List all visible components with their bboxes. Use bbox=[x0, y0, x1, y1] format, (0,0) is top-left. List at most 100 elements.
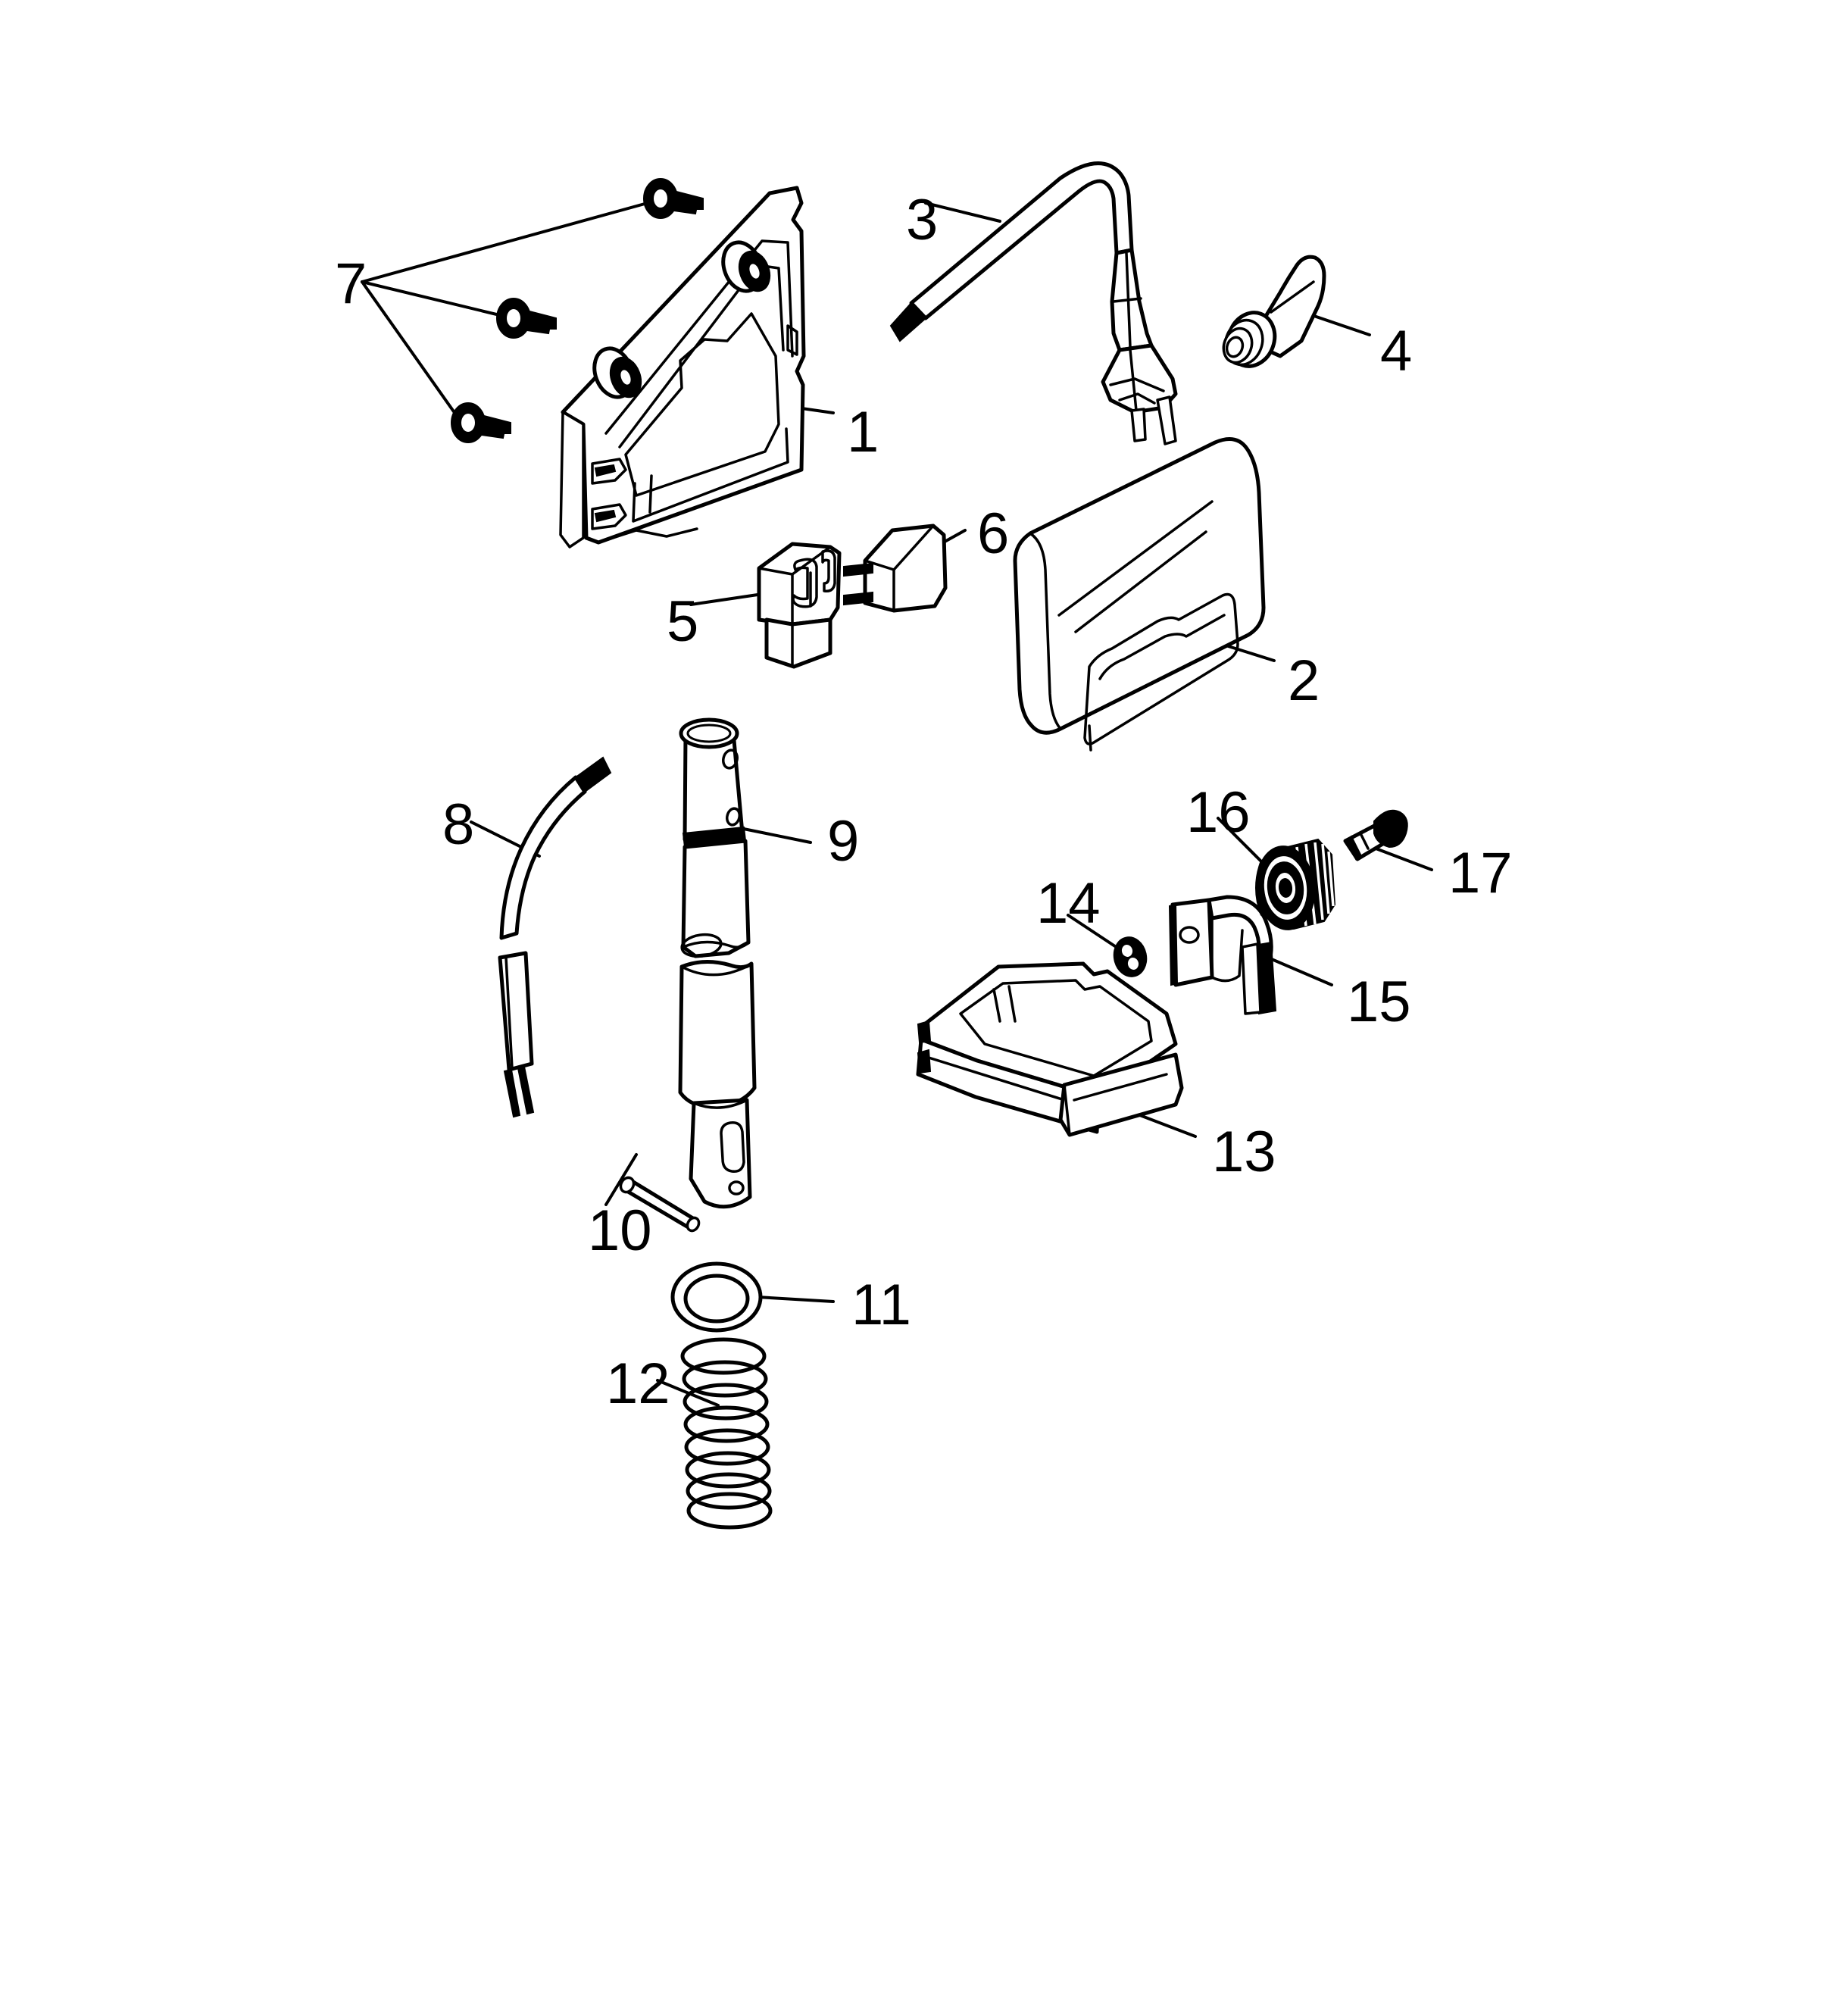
washer-inner bbox=[683, 1274, 750, 1324]
part-6-switch-block bbox=[843, 524, 967, 613]
lock-nut-hole-a bbox=[1121, 945, 1133, 957]
callout-numbers: 7 1 3 4 5 6 2 8 9 16 17 14 15 13 10 11 1… bbox=[335, 188, 1513, 1416]
grip-recess-inner bbox=[1098, 614, 1226, 680]
callout-13: 13 bbox=[1212, 1120, 1276, 1184]
leader-3 bbox=[924, 202, 1001, 223]
cuff-front-line bbox=[927, 1056, 1076, 1105]
bolt-head bbox=[1373, 809, 1408, 849]
leader-11 bbox=[756, 1296, 835, 1303]
part-14-lock-nut bbox=[1067, 914, 1148, 977]
spring-coils bbox=[680, 1337, 773, 1530]
plug-body-line2 bbox=[1118, 392, 1156, 405]
bolt-tip bbox=[1344, 835, 1362, 861]
grip-cover-left-fold bbox=[1029, 532, 1062, 730]
hook-plate-hole bbox=[1179, 926, 1200, 944]
plug-prong-right bbox=[1156, 395, 1177, 445]
leader-7-c bbox=[361, 280, 462, 423]
cuff-slide-line bbox=[1073, 1073, 1168, 1102]
grip-recess-tail bbox=[1088, 724, 1092, 752]
tube-hole-2 bbox=[726, 807, 741, 827]
part-2-handle-grip-cover bbox=[1013, 437, 1276, 752]
tube-grip-top-curve bbox=[680, 962, 753, 977]
leader-10 bbox=[604, 1153, 638, 1206]
tube-lower-stub bbox=[689, 1098, 752, 1209]
callout-12: 12 bbox=[606, 1352, 670, 1416]
callout-17: 17 bbox=[1448, 841, 1513, 905]
plug-boot-line1 bbox=[1112, 297, 1142, 303]
bracket-recess-rib bbox=[648, 474, 653, 514]
grommet-bore bbox=[1225, 336, 1245, 358]
callout-8: 8 bbox=[442, 792, 474, 857]
wire-tip bbox=[574, 756, 612, 793]
tube-joint-curve bbox=[682, 940, 750, 949]
callout-14: 14 bbox=[1036, 871, 1101, 936]
leader-14 bbox=[1067, 914, 1121, 951]
switch-terminal-upper bbox=[843, 562, 873, 577]
callout-10: 10 bbox=[588, 1199, 652, 1263]
grip-cover-body bbox=[1013, 437, 1266, 735]
hook-inner-curve bbox=[1210, 917, 1244, 983]
part-13-hose-cuff-clamp bbox=[916, 961, 1197, 1138]
wire-lead-a bbox=[503, 1068, 521, 1118]
bracket-clip-tabs bbox=[591, 458, 627, 530]
callout-16: 16 bbox=[1186, 780, 1251, 845]
cuff-latch-lower bbox=[917, 1049, 932, 1074]
leader-5 bbox=[689, 593, 759, 606]
part-9-upper-handle-tube bbox=[678, 717, 812, 1209]
plug-prong-left bbox=[1130, 408, 1147, 442]
tube-mid-segment bbox=[681, 839, 751, 958]
roll-pin-head bbox=[619, 1176, 636, 1194]
callout-9: 9 bbox=[827, 809, 859, 874]
part-15-cord-hook-bracket bbox=[1168, 895, 1333, 1015]
part-3-power-cord-with-plug bbox=[889, 161, 1178, 445]
grommet-line bbox=[1270, 280, 1315, 314]
switch-housing-body bbox=[757, 542, 842, 627]
roll-pin-end bbox=[686, 1216, 701, 1233]
screw-icon bbox=[643, 178, 704, 219]
cuff-rib-2 bbox=[1007, 985, 1017, 1023]
tube-joint-ellipse bbox=[680, 933, 723, 958]
part-17-shoulder-bolt bbox=[1343, 809, 1433, 871]
knob-left-arc bbox=[1255, 860, 1264, 916]
switch-block-edge2 bbox=[892, 524, 935, 571]
leader-7-a bbox=[361, 200, 654, 283]
cuff-latch-upper bbox=[917, 1020, 932, 1044]
wire-sleeve-line bbox=[504, 956, 514, 1070]
callout-5: 5 bbox=[667, 589, 698, 654]
bracket-left-flange bbox=[559, 411, 585, 549]
wire-sheath-upper bbox=[499, 775, 587, 940]
lock-nut-body bbox=[1113, 936, 1148, 977]
callout-6: 6 bbox=[977, 502, 1009, 566]
cuff-front-face bbox=[916, 1037, 1101, 1134]
part-11-washer-ring bbox=[670, 1261, 835, 1333]
tube-grip-segment bbox=[678, 959, 757, 1110]
hook-plate-edge bbox=[1168, 903, 1179, 986]
grip-ridge-2 bbox=[1074, 530, 1207, 633]
bracket-recess-pocket bbox=[624, 312, 780, 497]
bracket-boss-lower bbox=[592, 346, 642, 399]
knob-bore bbox=[1278, 878, 1293, 898]
tube-lower-hole bbox=[728, 1180, 745, 1196]
part-10-roll-pin bbox=[604, 1153, 701, 1233]
callout-11: 11 bbox=[851, 1273, 911, 1337]
callout-4: 4 bbox=[1380, 319, 1412, 383]
switch-block-body bbox=[863, 524, 948, 613]
cord-tip bbox=[889, 302, 927, 342]
switch-clip-left bbox=[792, 558, 818, 608]
cuff-slide-tab bbox=[1058, 1052, 1184, 1137]
bracket-recess-inner bbox=[632, 427, 789, 523]
callout-7: 7 bbox=[335, 252, 367, 316]
hook-tail-face bbox=[1241, 942, 1262, 1015]
tube-pin-slot bbox=[720, 1121, 745, 1173]
part-12-compression-spring bbox=[656, 1337, 773, 1530]
bracket-right-tab bbox=[786, 324, 798, 356]
switch-terminal-lower bbox=[843, 591, 873, 606]
part-7-mounting-screws bbox=[361, 178, 704, 443]
part-1-handle-mount-bracket bbox=[559, 186, 835, 549]
wire-sleeve-lower bbox=[498, 951, 534, 1072]
switch-clip-right bbox=[821, 549, 836, 593]
cord-body bbox=[909, 161, 1134, 320]
part-4-cord-grommet bbox=[1222, 255, 1371, 368]
